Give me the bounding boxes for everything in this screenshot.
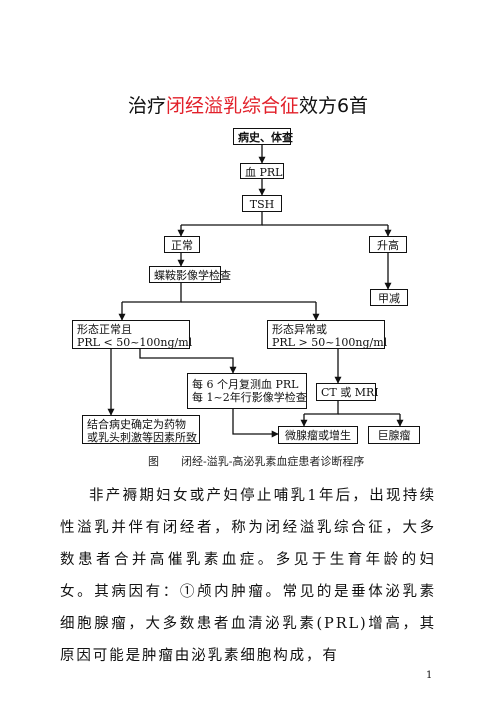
- node-drug-induced: 结合病史确定为药物 或乳头刺激等因素所致: [82, 415, 200, 444]
- node-hypothyroidism: 甲减: [370, 289, 408, 306]
- node-sella-imaging: 蝶鞍影像学检查: [149, 266, 231, 283]
- arrow-morph-normal-to-followup: [139, 348, 237, 374]
- split-tsh: [181, 212, 263, 226]
- drug-line-1: 结合病史确定为药物: [87, 418, 186, 431]
- followup-line-2: 每 1~2年行影像学检查: [192, 391, 307, 404]
- arrow-followup-to-micro: [232, 409, 279, 438]
- node-morphology-abnormal: 形态异常或 PRL > 50~100ng/ml: [267, 320, 388, 349]
- figure-caption: 图 闭经-溢乳-高泌乳素血症患者诊断程序: [148, 453, 364, 469]
- node-tsh: TSH: [242, 195, 282, 212]
- node-history-exam: 病史、体查: [233, 128, 293, 145]
- title-prefix: 治疗: [127, 95, 166, 117]
- figure-label: 图: [148, 455, 159, 468]
- node-morphology-normal: 形态正常且 PRL < 50~100ng/ml: [72, 320, 193, 349]
- title-highlight: 闭经溢乳综合征: [165, 95, 299, 117]
- morph-abnormal-line-2: PRL > 50~100ng/ml: [272, 336, 388, 349]
- node-followup: 每 6 个月复测血 PRL 每 1~2年行影像学检查: [187, 373, 307, 409]
- title-suffix: 效方6首: [298, 95, 369, 117]
- split-imaging: [122, 282, 182, 303]
- node-elevated: 升高: [369, 236, 407, 253]
- node-microadenoma: 微腺瘤或增生: [278, 426, 358, 444]
- node-normal: 正常: [164, 236, 200, 253]
- morph-normal-line-1: 形态正常且: [77, 323, 132, 336]
- morph-abnormal-line-1: 形态异常或: [272, 323, 327, 336]
- page-number: 1: [426, 670, 433, 681]
- split-ct: [304, 400, 339, 415]
- node-macroadenoma: 巨腺瘤: [368, 426, 420, 444]
- node-ct-mri: CT 或 MRI: [316, 383, 379, 401]
- morph-normal-line-2: PRL < 50~100ng/ml: [77, 336, 193, 349]
- page-title: 治疗闭经溢乳综合征效方6首: [0, 94, 496, 118]
- node-blood-prl: 血 PRL: [240, 163, 284, 179]
- followup-line-1: 每 6 个月复测血 PRL: [192, 378, 299, 391]
- figure-caption-text: 闭经-溢乳-高泌乳素血症患者诊断程序: [181, 455, 365, 468]
- body-paragraph: 非产褥期妇女或产妇停止哺乳1年后，出现持续性溢乳并伴有闭经者，称为闭经溢乳综合征…: [60, 488, 436, 664]
- drug-line-2: 或乳头刺激等因素所致: [87, 431, 197, 444]
